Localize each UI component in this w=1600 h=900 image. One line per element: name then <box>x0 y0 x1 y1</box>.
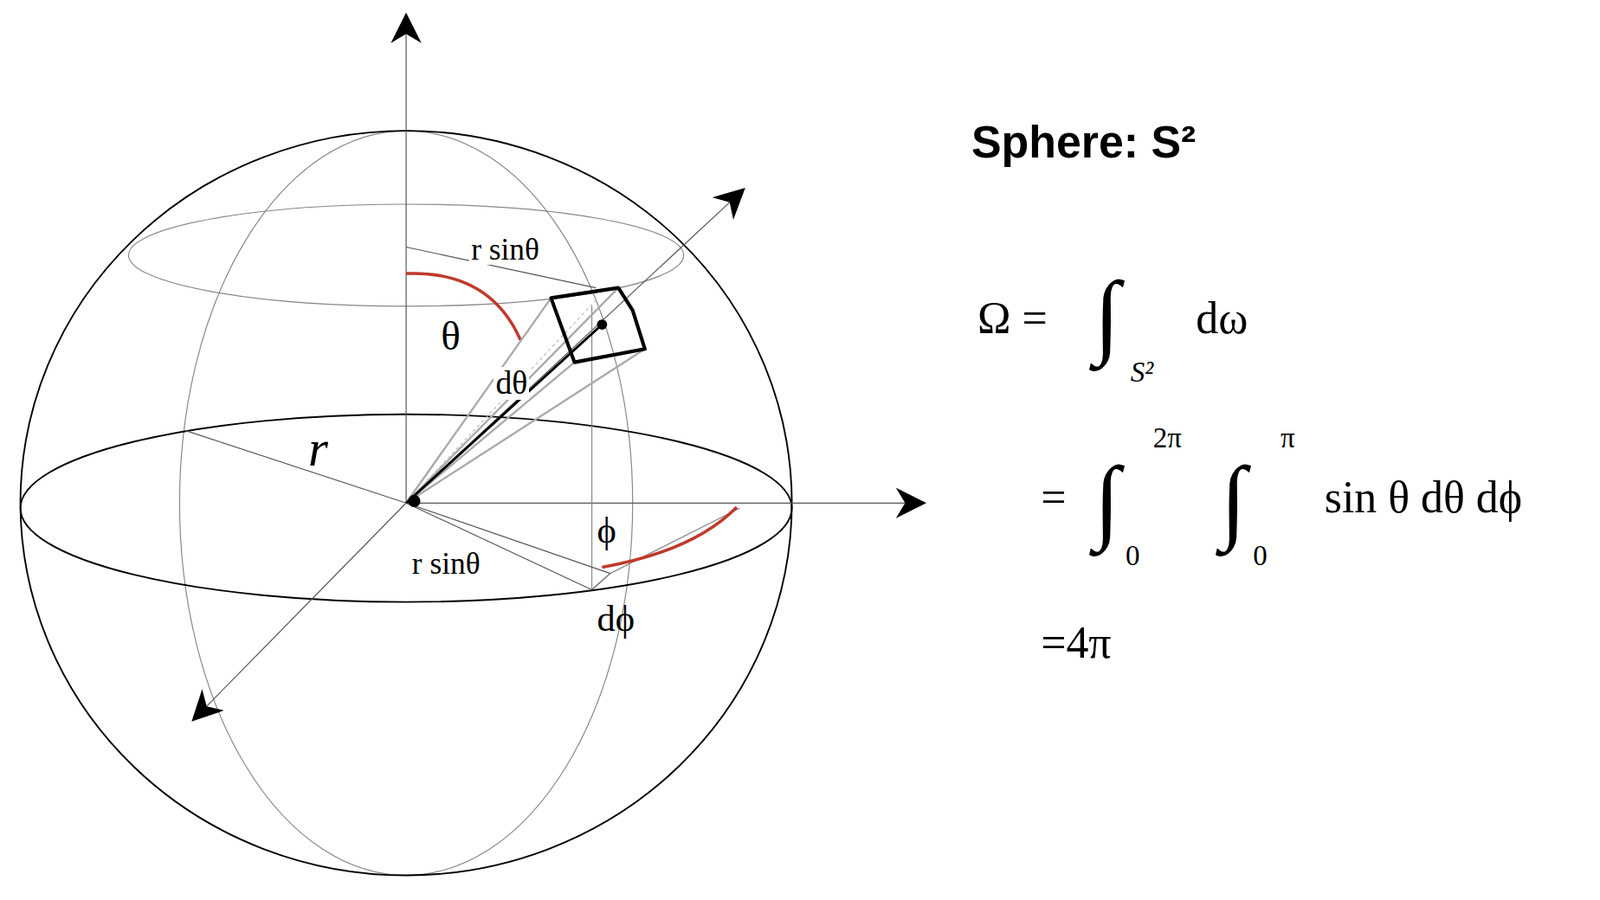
cone-center <box>406 299 597 504</box>
direction-line <box>406 324 602 504</box>
radius-line <box>186 431 407 504</box>
r-sin-theta-label: r sinθ <box>410 548 483 580</box>
integral-sign: ∫ <box>1093 267 1120 362</box>
integral-sign: ∫ <box>1093 452 1120 547</box>
projection-line <box>591 306 593 591</box>
origin-point <box>407 495 420 508</box>
d-phi-label: dϕ <box>596 600 635 638</box>
upper-limit: π <box>1280 424 1296 453</box>
diagram-title: Sphere: S² <box>971 120 1196 166</box>
integral-sign: ∫ <box>1220 452 1247 547</box>
area-patch <box>550 288 645 363</box>
radius-label: r <box>308 423 329 475</box>
r-sin-theta-label: r sinθ <box>469 234 542 265</box>
omega-equals: Ω = <box>977 296 1048 342</box>
d-phi-line <box>592 574 611 591</box>
integral-domain: S² <box>1130 358 1154 388</box>
radial-axis <box>406 192 742 504</box>
r-sin-theta-line <box>406 503 592 590</box>
d-phi-line <box>610 508 741 574</box>
phi-arc <box>601 507 737 568</box>
lower-limit: 0 <box>1252 541 1268 571</box>
y-axis <box>406 503 921 504</box>
d-omega: dω <box>1195 296 1248 342</box>
integrand: sin θ dθ dϕ <box>1324 475 1523 521</box>
patch-point <box>596 319 607 330</box>
x-axis <box>195 503 407 718</box>
theta-arc <box>406 273 521 341</box>
result: =4π <box>1040 620 1111 666</box>
z-axis <box>405 18 407 504</box>
equals-sign: = <box>1040 475 1066 521</box>
upper-limit: 2π <box>1153 424 1182 453</box>
theta-label: θ <box>440 316 461 357</box>
phi-label: ϕ <box>596 512 616 549</box>
lower-limit: 0 <box>1125 541 1141 571</box>
solid-angle-cone <box>406 288 646 504</box>
d-theta-label: dθ <box>493 367 530 400</box>
